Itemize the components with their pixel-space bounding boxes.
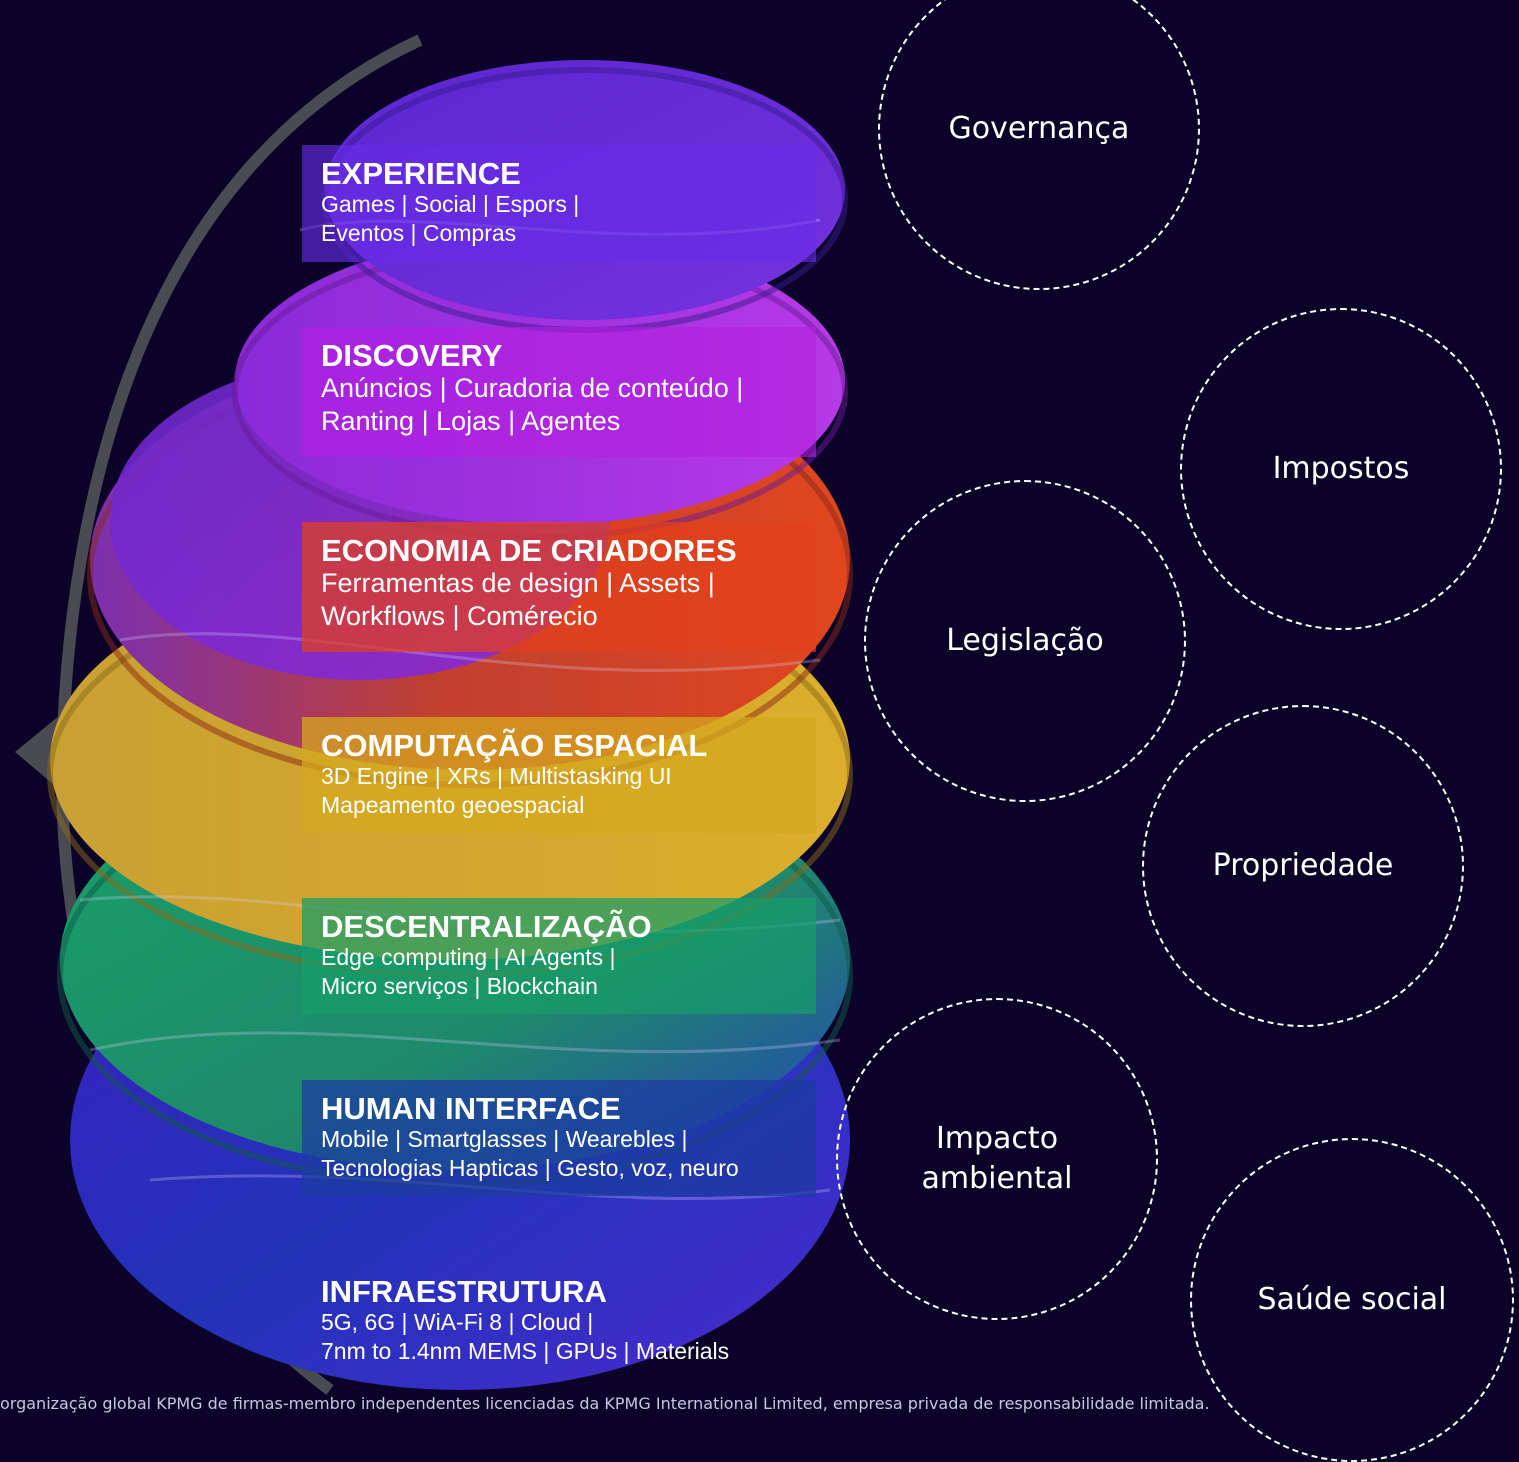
- layer-infrastructure: INFRAESTRUTURA 5G, 6G | WiA-Fi 8 | Cloud…: [302, 1263, 816, 1379]
- footer-text: organização global KPMG de firmas-membro…: [0, 1394, 1210, 1413]
- layer-title: HUMAN INTERFACE: [321, 1091, 621, 1126]
- layer-experience: EXPERIENCE Games | Social | Espors | Eve…: [302, 145, 816, 262]
- layer-title: DESCENTRALIZAÇÃO: [321, 909, 652, 944]
- topic-environmental-impact: Impacto ambiental: [836, 998, 1158, 1320]
- layer-title: DISCOVERY: [321, 338, 503, 373]
- layer-human-interface: HUMAN INTERFACE Mobile | Smartglasses | …: [302, 1080, 816, 1196]
- layer-discovery: DISCOVERY Anúncios | Curadoria de conteú…: [302, 327, 816, 457]
- layer-description: 3D Engine | XRs | Multistasking UI Mapea…: [321, 763, 672, 818]
- layer-title: ECONOMIA DE CRIADORES: [321, 533, 737, 568]
- topic-legislation: Legislação: [864, 480, 1186, 802]
- layer-title: INFRAESTRUTURA: [321, 1274, 607, 1309]
- topic-property: Propriedade: [1142, 705, 1464, 1027]
- topic-governance: Governança: [878, 0, 1200, 290]
- topic-label: Impacto ambiental: [921, 1121, 1073, 1196]
- layer-description: Ferramentas de design | Assets | Workflo…: [321, 568, 715, 631]
- layer-title: EXPERIENCE: [321, 156, 521, 191]
- layer-description: 5G, 6G | WiA-Fi 8 | Cloud | 7nm to 1.4nm…: [321, 1309, 730, 1364]
- topic-label: Legislação: [946, 623, 1104, 658]
- layer-spatial-computing: COMPUTAÇÃO ESPACIAL 3D Engine | XRs | Mu…: [302, 717, 816, 833]
- layer-description: Mobile | Smartglasses | Wearebles | Tecn…: [321, 1126, 739, 1181]
- footer-disclaimer: organização global KPMG de firmas-membro…: [0, 1392, 1240, 1416]
- layer-creator-economy: ECONOMIA DE CRIADORES Ferramentas de des…: [302, 522, 816, 652]
- topic-label: Impostos: [1272, 451, 1410, 486]
- layer-decentralization: DESCENTRALIZAÇÃO Edge computing | AI Age…: [302, 898, 816, 1014]
- layer-description: Games | Social | Espors | Eventos | Comp…: [321, 191, 580, 246]
- layer-title: COMPUTAÇÃO ESPACIAL: [321, 728, 708, 763]
- layer-description: Anúncios | Curadoria de conteúdo | Ranti…: [321, 373, 744, 436]
- layer-description: Edge computing | AI Agents | Micro servi…: [321, 944, 616, 999]
- topic-label: Governança: [948, 111, 1130, 146]
- topic-label: Propriedade: [1212, 848, 1394, 883]
- topic-label: Saúde social: [1257, 1282, 1447, 1317]
- topic-taxes: Impostos: [1180, 308, 1502, 630]
